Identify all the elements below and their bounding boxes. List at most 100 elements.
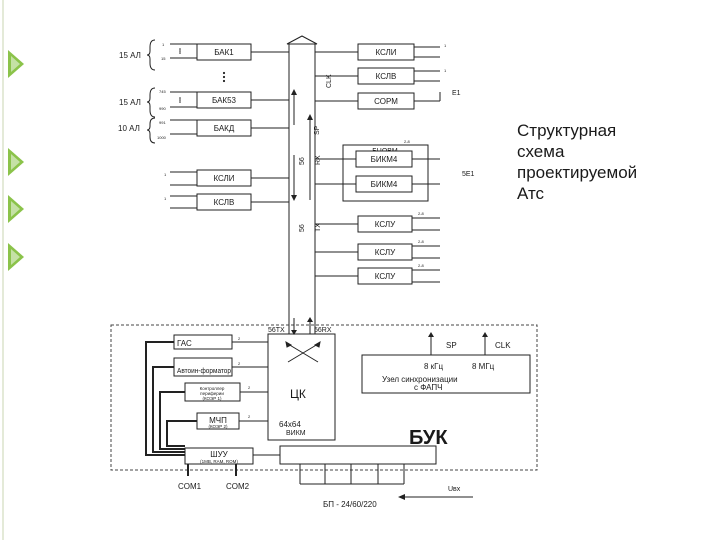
line-dots xyxy=(179,48,226,103)
group-label-3: 10 АЛ xyxy=(118,124,140,133)
bus-clk-label: CLK xyxy=(326,74,333,88)
bakd-label: БАКД xyxy=(214,124,235,133)
title-line-3: проектируемой xyxy=(517,163,637,182)
ksli-left-label: КСЛИ xyxy=(213,174,234,183)
sync-8khz: 8 кГц xyxy=(424,362,444,371)
buk-frame xyxy=(110,324,538,471)
ck-vikm: ВИКМ xyxy=(286,430,306,437)
sorm-label: СОРМ xyxy=(374,97,398,106)
arrow-marker-3-icon xyxy=(8,195,24,223)
kslu-3-label: КСЛУ xyxy=(375,272,396,281)
title-line-4: Атс xyxy=(517,184,545,203)
autoinformator-label: Автоин-форматор xyxy=(177,368,231,375)
controller-line2: периферии xyxy=(200,391,224,396)
e1-5-label: 5Е1 xyxy=(462,171,475,178)
sync-clk-arrow-icon xyxy=(482,332,488,337)
sync-outputs xyxy=(430,333,486,355)
ck-label: ЦК xyxy=(290,387,306,401)
group-label-2: 15 АЛ xyxy=(119,98,141,107)
bak1-label: БАК1 xyxy=(214,48,234,57)
power-input-arrow-icon xyxy=(398,494,405,500)
com2-label: COM2 xyxy=(226,482,250,491)
brace-3-icon xyxy=(146,117,156,144)
ksli-right-top: 1 xyxy=(444,43,447,48)
ksli-left-top: 1 xyxy=(164,172,167,177)
switch-cross-icon xyxy=(285,340,321,363)
power-taps xyxy=(299,464,473,498)
group-1-top: 1 xyxy=(162,42,165,47)
bus-56-top-label: 56 xyxy=(299,157,306,165)
kslu-1-range: 2-8 xyxy=(418,211,425,216)
kslu-3-range: 2-8 xyxy=(418,263,425,268)
subscriber-lines xyxy=(170,43,197,209)
tx-arrow-icon xyxy=(291,330,297,335)
ck-rx-label: 56RX xyxy=(314,327,332,334)
main-bus xyxy=(288,43,316,336)
ksli-right-label: КСЛИ xyxy=(375,48,396,57)
link-ctrl-count: 2 xyxy=(248,385,251,390)
bus-56-bottom-label: 56 xyxy=(299,224,306,232)
sync-clk-label: CLK xyxy=(495,341,511,350)
controller-line1: Контроллер xyxy=(200,386,225,391)
link-mcp-count: 2 xyxy=(248,414,251,419)
kslv-left-top: 1 xyxy=(164,196,167,201)
link-gas-count: 2 xyxy=(238,336,241,341)
ck-links xyxy=(232,341,268,456)
bak53-label: БАК53 xyxy=(212,96,237,105)
kslv-right-top: 1 xyxy=(444,68,447,73)
link-autoinf-count: 2 xyxy=(238,361,241,366)
control-wires xyxy=(145,341,237,476)
kslu-2-range: 2-8 xyxy=(418,239,425,244)
controller-line3: (КОЭР 1) xyxy=(202,396,222,401)
sync-title-1: Узел синхронизации xyxy=(382,375,458,384)
bus-arrow-up-icon xyxy=(291,89,297,95)
left-bus-links xyxy=(251,51,289,203)
title-line-2: схема xyxy=(517,142,565,161)
brace-2-icon xyxy=(146,87,156,118)
sync-sp-arrow-icon xyxy=(428,332,434,337)
buk-title: БУК xyxy=(409,427,448,449)
bcovm-range: 2-8 xyxy=(404,139,411,144)
arrow-marker-1-icon xyxy=(8,50,24,78)
rx-arrow-icon xyxy=(307,317,313,322)
bcovm-links xyxy=(315,158,440,185)
kslu-links xyxy=(315,217,440,283)
bikm4-b-label: БИКМ4 xyxy=(371,180,398,189)
ck-tx-label: 56TX xyxy=(268,327,285,334)
e1-label: Е1 xyxy=(452,90,461,97)
brace-1-icon xyxy=(146,39,156,71)
uvh-label: Uвх xyxy=(448,486,461,493)
mcp-label: МЧП xyxy=(209,416,227,425)
title-line-1: Структурная xyxy=(517,121,616,140)
arrow-marker-2-icon xyxy=(8,148,24,176)
sync-sp-label: SP xyxy=(446,341,457,350)
sync-title-2: с ФАПЧ xyxy=(414,383,442,392)
group-3-top: 991 xyxy=(159,120,166,125)
uu-label: ШУУ xyxy=(210,450,228,459)
group-label-1: 15 АЛ xyxy=(119,51,141,60)
power-bus-bar xyxy=(279,445,437,465)
mcp-sub: (КОЭР 2) xyxy=(208,424,228,429)
group-2-bottom: 990 xyxy=(159,106,166,111)
ck-size: 64х64 xyxy=(279,420,301,429)
bus-sp-label: SP xyxy=(314,125,321,135)
arrow-marker-4-icon xyxy=(8,243,24,271)
sync-8mhz: 8 МГц xyxy=(472,362,495,371)
group-2-top: 745 xyxy=(159,89,166,94)
power-label: БП - 24/60/220 xyxy=(323,500,377,509)
kslu-1-label: КСЛУ xyxy=(375,220,396,229)
kslv-left-label: КСЛВ xyxy=(214,198,235,207)
bikm4-a-label: БИКМ4 xyxy=(371,155,398,164)
bus-top-arrow-icon xyxy=(286,35,318,45)
bus-arrow-down-icon xyxy=(291,195,297,201)
uu-sub: (1MB, RAM, ROM) xyxy=(200,459,238,464)
gas-label: ГАС xyxy=(177,339,192,348)
right-upper-links xyxy=(315,46,441,102)
kslv-right-label: КСЛВ xyxy=(376,72,397,81)
group-3-bottom: 1000 xyxy=(157,135,167,140)
sync-node-block xyxy=(361,354,531,394)
group-1-bottom: 15 xyxy=(161,56,166,61)
bus-rx-label: RX xyxy=(315,155,322,165)
